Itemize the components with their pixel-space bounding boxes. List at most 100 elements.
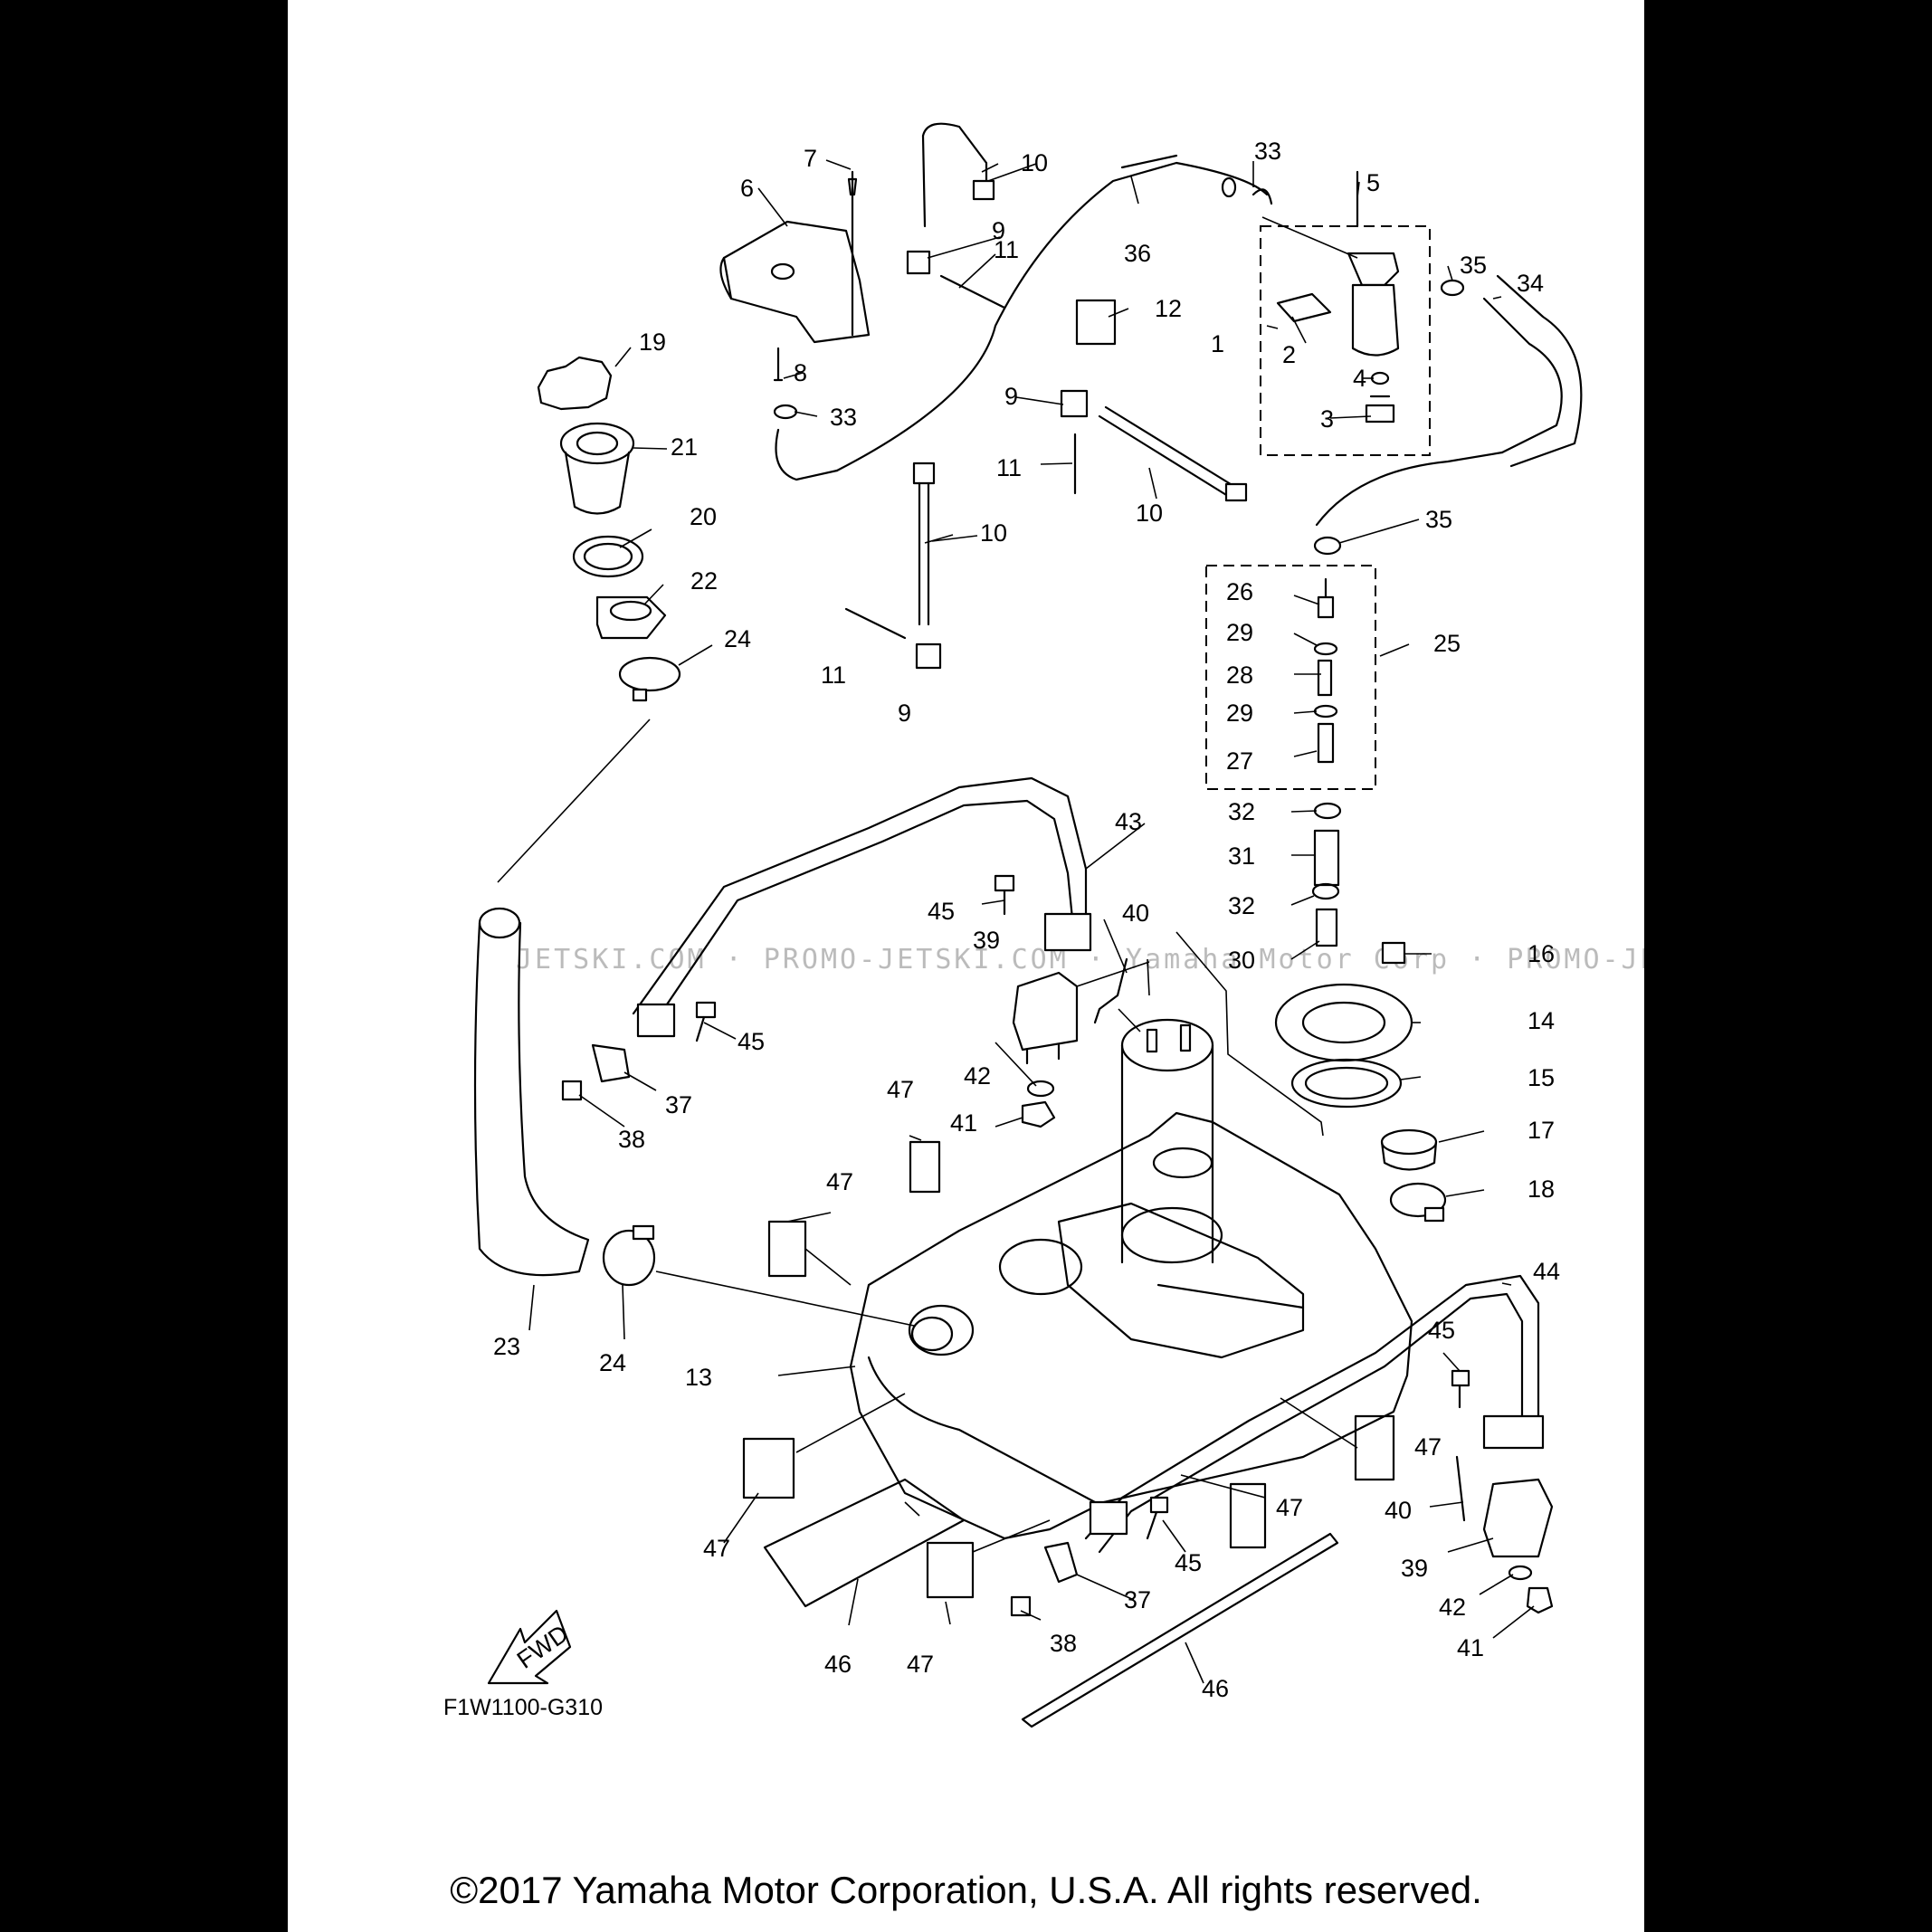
callout-23: 23 (493, 1333, 520, 1360)
band-44-right-end (1482, 1414, 1545, 1450)
fuel-filter-assembly-box (1260, 225, 1431, 456)
bolt-45-d (1146, 1496, 1169, 1540)
hose-36-end-cap (1221, 176, 1237, 198)
callout-9-lower: 9 (898, 700, 911, 727)
callout-24-top: 24 (724, 625, 751, 652)
screw-7 (847, 170, 858, 337)
drain-bowl-3 (1365, 395, 1395, 424)
clip-9-mid (1060, 389, 1089, 418)
nut-22 (595, 595, 667, 640)
callout-29-bottom: 29 (1226, 700, 1253, 727)
callout-38-right: 38 (1050, 1630, 1077, 1657)
callout-2: 2 (1282, 341, 1296, 368)
callout-45-a: 45 (928, 898, 955, 925)
diagram-sheet: JETSKI.COM · PROMO-JETSKI.COM · Yamaha M… (288, 0, 1644, 1932)
callout-16: 16 (1528, 940, 1555, 967)
callout-10-mid: 10 (1136, 500, 1163, 527)
strap-10-mid (1098, 414, 1232, 500)
callout-32-bottom: 32 (1228, 892, 1255, 919)
flange-14 (1274, 983, 1413, 1062)
callout-45-d: 45 (1175, 1549, 1202, 1576)
band-43-left-end (636, 1003, 676, 1038)
damper-37-right (1043, 1541, 1079, 1584)
callout-21: 21 (671, 433, 698, 461)
callout-3: 3 (1320, 405, 1334, 433)
bolt-45-b (695, 1001, 717, 1042)
callout-31: 31 (1228, 842, 1255, 870)
band-43-right-end (1043, 912, 1092, 952)
callout-39-left: 39 (973, 927, 1000, 954)
bolt-45-a (994, 874, 1015, 916)
hose-36-end (1120, 154, 1178, 169)
callout-12: 12 (1155, 295, 1182, 322)
bracket-2 (1276, 292, 1332, 323)
strap-10-top (921, 122, 988, 183)
tank-band-43 (632, 776, 1088, 1029)
strap-10-vertical (918, 481, 930, 626)
callout-22: 22 (690, 567, 718, 595)
callout-47-b: 47 (826, 1168, 853, 1195)
callout-43: 43 (1115, 808, 1142, 835)
sensor-40-left (1093, 957, 1128, 1024)
callout-33-left: 33 (830, 404, 857, 431)
gasket-20 (572, 535, 644, 578)
callout-46-left: 46 (824, 1651, 852, 1678)
strip-46-right (1021, 1532, 1339, 1728)
damper-37-left (591, 1043, 631, 1083)
callout-42-right: 42 (1439, 1594, 1466, 1621)
callout-25: 25 (1433, 630, 1461, 657)
bolt-45-c (1451, 1369, 1470, 1409)
clamp-32-bottom (1311, 882, 1340, 900)
callout-11-mid: 11 (996, 454, 1022, 481)
callout-46-right: 46 (1202, 1675, 1229, 1702)
callout-14: 14 (1528, 1007, 1555, 1034)
bolt-38-left (561, 1080, 583, 1101)
strap-10-vertical-head (912, 462, 936, 485)
fitting-assembly (1313, 577, 1338, 764)
filler-cap (537, 356, 613, 411)
hose-left (775, 428, 839, 481)
callout-4: 4 (1353, 365, 1366, 392)
callout-47-c: 47 (1414, 1433, 1442, 1461)
clip-35-top (1440, 279, 1465, 297)
pin-11-top (939, 274, 1006, 309)
diagram-reference-code: F1W1100-G310 (443, 1695, 603, 1720)
pad-47-d (742, 1437, 795, 1499)
gasket-15 (1290, 1058, 1403, 1109)
callout-24-bottom: 24 (599, 1349, 626, 1376)
callout-47-f: 47 (907, 1651, 934, 1678)
callout-5: 5 (1366, 169, 1380, 196)
callout-1: 1 (1211, 330, 1224, 357)
callout-39-right: 39 (1401, 1555, 1428, 1582)
pad-47-f (926, 1541, 975, 1599)
callout-18: 18 (1528, 1175, 1555, 1203)
callout-29-top: 29 (1226, 619, 1253, 646)
callout-9-top: 9 (992, 217, 1005, 244)
o-ring-4 (1370, 371, 1390, 385)
nut-16 (1381, 941, 1406, 965)
callout-9-mid: 9 (1004, 383, 1018, 410)
callout-35-top: 35 (1460, 252, 1487, 279)
callout-17: 17 (1528, 1117, 1555, 1144)
clip-9-top (906, 250, 931, 275)
fuel-pump-sender (1120, 1018, 1214, 1264)
clamp-18 (1389, 1182, 1447, 1218)
mount-39-left (1012, 971, 1079, 1065)
pin-8 (773, 347, 784, 382)
fuel-tank-parts-diagram: JETSKI.COM · PROMO-JETSKI.COM · Yamaha M… (443, 122, 1644, 1728)
pad-47-c (1354, 1414, 1395, 1481)
clamp-12 (1075, 299, 1117, 346)
cap-17 (1380, 1128, 1438, 1171)
hose-31 (1313, 829, 1340, 887)
pad-47-b (767, 1220, 807, 1278)
fuel-tank-13 (849, 1111, 1413, 1540)
callout-47-e: 47 (1276, 1494, 1303, 1521)
clamp-32-top (1313, 802, 1342, 820)
clip-33-left (773, 404, 798, 420)
fitting-assembly-box (1205, 565, 1376, 790)
callout-45-c: 45 (1428, 1317, 1455, 1344)
forward-arrow: FWD (487, 1609, 573, 1685)
callout-10-vertical: 10 (980, 519, 1007, 547)
callout-34: 34 (1517, 270, 1544, 297)
copyright-notice: ©2017 Yamaha Motor Corporation, U.S.A. A… (450, 1869, 1482, 1911)
